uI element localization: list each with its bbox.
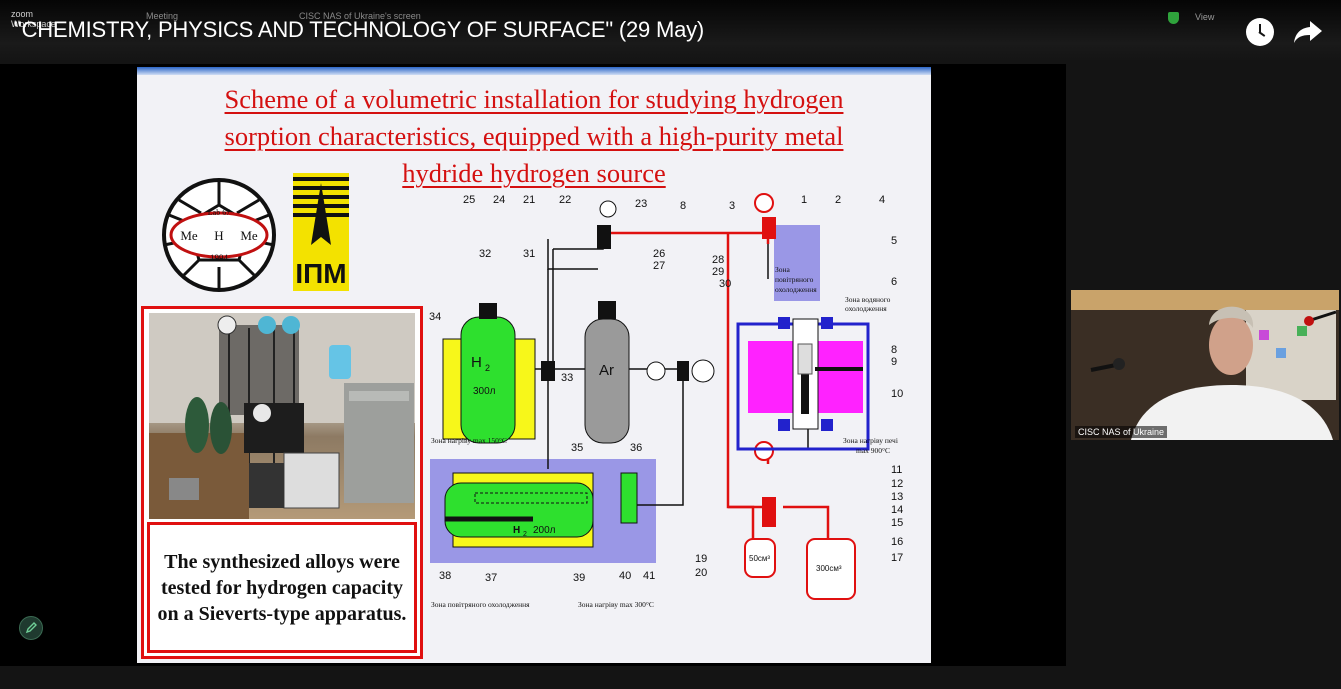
svg-text:9: 9 [891, 356, 897, 368]
svg-text:20: 20 [695, 567, 707, 579]
installation-diagram: H 2 300л Ar H 2 200л 50см³ 300см³ Зона [429, 193, 903, 609]
svg-text:Me: Me [240, 228, 258, 243]
zoom-app-name: zoom Workspace [11, 9, 56, 29]
svg-text:2: 2 [835, 194, 841, 206]
apparatus-photo-drawing [149, 313, 415, 519]
sieverts-apparatus-photo [149, 313, 415, 519]
screen-share-tab[interactable]: CISC NAS of Ukraine's screen [299, 11, 421, 21]
svg-text:8: 8 [680, 200, 686, 212]
svg-text:38: 38 [439, 570, 451, 582]
svg-text:Зона водяного: Зона водяного [845, 295, 891, 304]
svg-text:10: 10 [891, 388, 903, 400]
apparatus-photo-frame: The synthesized alloys were tested for h… [141, 306, 423, 659]
svg-text:300л: 300л [473, 386, 496, 397]
svg-text:27: 27 [653, 260, 665, 272]
svg-text:Зона: Зона [775, 265, 791, 274]
svg-text:Зона нагріву печі: Зона нагріву печі [843, 436, 898, 445]
presentation-slide: Scheme of a volumetric installation for … [137, 67, 931, 663]
svg-text:Зона нагріву max 150°C: Зона нагріву max 150°C [431, 436, 507, 445]
svg-text:39: 39 [573, 572, 585, 584]
svg-text:23: 23 [635, 198, 647, 210]
air-cooling-zone-top [774, 225, 820, 301]
photo-caption: The synthesized alloys were tested for h… [147, 522, 417, 653]
svg-text:37: 37 [485, 572, 497, 584]
svg-text:19: 19 [695, 553, 707, 565]
svg-text:max 900°C: max 900°C [856, 446, 890, 455]
annotate-pencil-button[interactable] [19, 616, 43, 640]
svg-text:28: 28 [712, 254, 724, 266]
svg-text:24: 24 [493, 194, 505, 206]
pencil-icon [25, 622, 37, 634]
svg-text:36: 36 [630, 442, 642, 454]
svg-text:26: 26 [653, 248, 665, 260]
svg-text:5: 5 [891, 235, 897, 247]
svg-text:повітряного: повітряного [775, 275, 814, 284]
svg-text:29: 29 [712, 266, 724, 278]
svg-text:2: 2 [523, 531, 527, 538]
video-title: "CHEMISTRY, PHYSICS AND TECHNOLOGY OF SU… [14, 17, 705, 42]
svg-text:15: 15 [891, 517, 903, 529]
view-menu[interactable]: View [1195, 12, 1215, 22]
slide-top-border [137, 67, 931, 75]
svg-text:H: H [214, 228, 223, 243]
svg-text:ІПМ: ІПМ [295, 258, 346, 289]
video-top-bar: zoom Workspace Meeting CISC NAS of Ukrai… [0, 0, 1341, 62]
svg-text:50см³: 50см³ [749, 554, 770, 563]
svg-text:H: H [513, 525, 520, 536]
slide-title: Scheme of a volumetric installation for … [224, 84, 844, 188]
speaker-video [1071, 290, 1339, 440]
svg-text:13: 13 [891, 491, 903, 503]
share-button[interactable] [1292, 18, 1324, 46]
svg-text:40: 40 [619, 570, 631, 582]
svg-text:4: 4 [879, 194, 885, 206]
speaker-video-tile[interactable]: CISC NAS of Ukraine [1071, 290, 1339, 440]
svg-text:1994: 1994 [210, 253, 229, 263]
svg-text:16: 16 [891, 536, 903, 548]
svg-text:25: 25 [463, 194, 475, 206]
svg-text:6: 6 [891, 276, 897, 288]
svg-text:12: 12 [891, 478, 903, 490]
svg-text:17: 17 [891, 552, 903, 564]
svg-text:1: 1 [801, 194, 807, 206]
lab-logo: Lab 67 Me H Me 1994 [162, 178, 276, 292]
svg-text:30: 30 [719, 278, 731, 290]
svg-text:11: 11 [891, 464, 902, 476]
svg-text:41: 41 [643, 570, 655, 582]
svg-text:14: 14 [891, 504, 903, 516]
svg-text:Зона повітряного охолодження: Зона повітряного охолодження [431, 600, 530, 609]
participant-name: CISC NAS of Ukraine [1075, 426, 1168, 438]
svg-text:Ar: Ar [599, 362, 614, 379]
ipm-logo: ІПМ [293, 173, 349, 291]
watch-later-button[interactable] [1246, 18, 1274, 46]
svg-text:Lab 67: Lab 67 [208, 208, 230, 217]
svg-text:8: 8 [891, 344, 897, 356]
svg-text:Зона нагріву max 300°C: Зона нагріву max 300°C [578, 600, 654, 609]
svg-text:21: 21 [523, 194, 535, 206]
svg-text:34: 34 [429, 311, 441, 323]
shield-icon [1168, 12, 1179, 24]
svg-text:2: 2 [485, 363, 490, 373]
svg-text:200л: 200л [533, 525, 556, 536]
svg-text:22: 22 [559, 194, 571, 206]
svg-text:31: 31 [523, 248, 535, 260]
svg-text:охолодження: охолодження [775, 285, 817, 294]
meeting-tab[interactable]: Meeting [146, 11, 179, 21]
svg-text:Me: Me [180, 228, 198, 243]
svg-text:33: 33 [561, 372, 573, 384]
svg-text:охолодження: охолодження [845, 304, 887, 313]
svg-text:3: 3 [729, 200, 735, 212]
svg-text:32: 32 [479, 248, 491, 260]
svg-text:35: 35 [571, 442, 583, 454]
svg-text:300см³: 300см³ [816, 564, 842, 573]
svg-text:H: H [471, 354, 482, 371]
share-arrow-icon [1294, 21, 1322, 43]
